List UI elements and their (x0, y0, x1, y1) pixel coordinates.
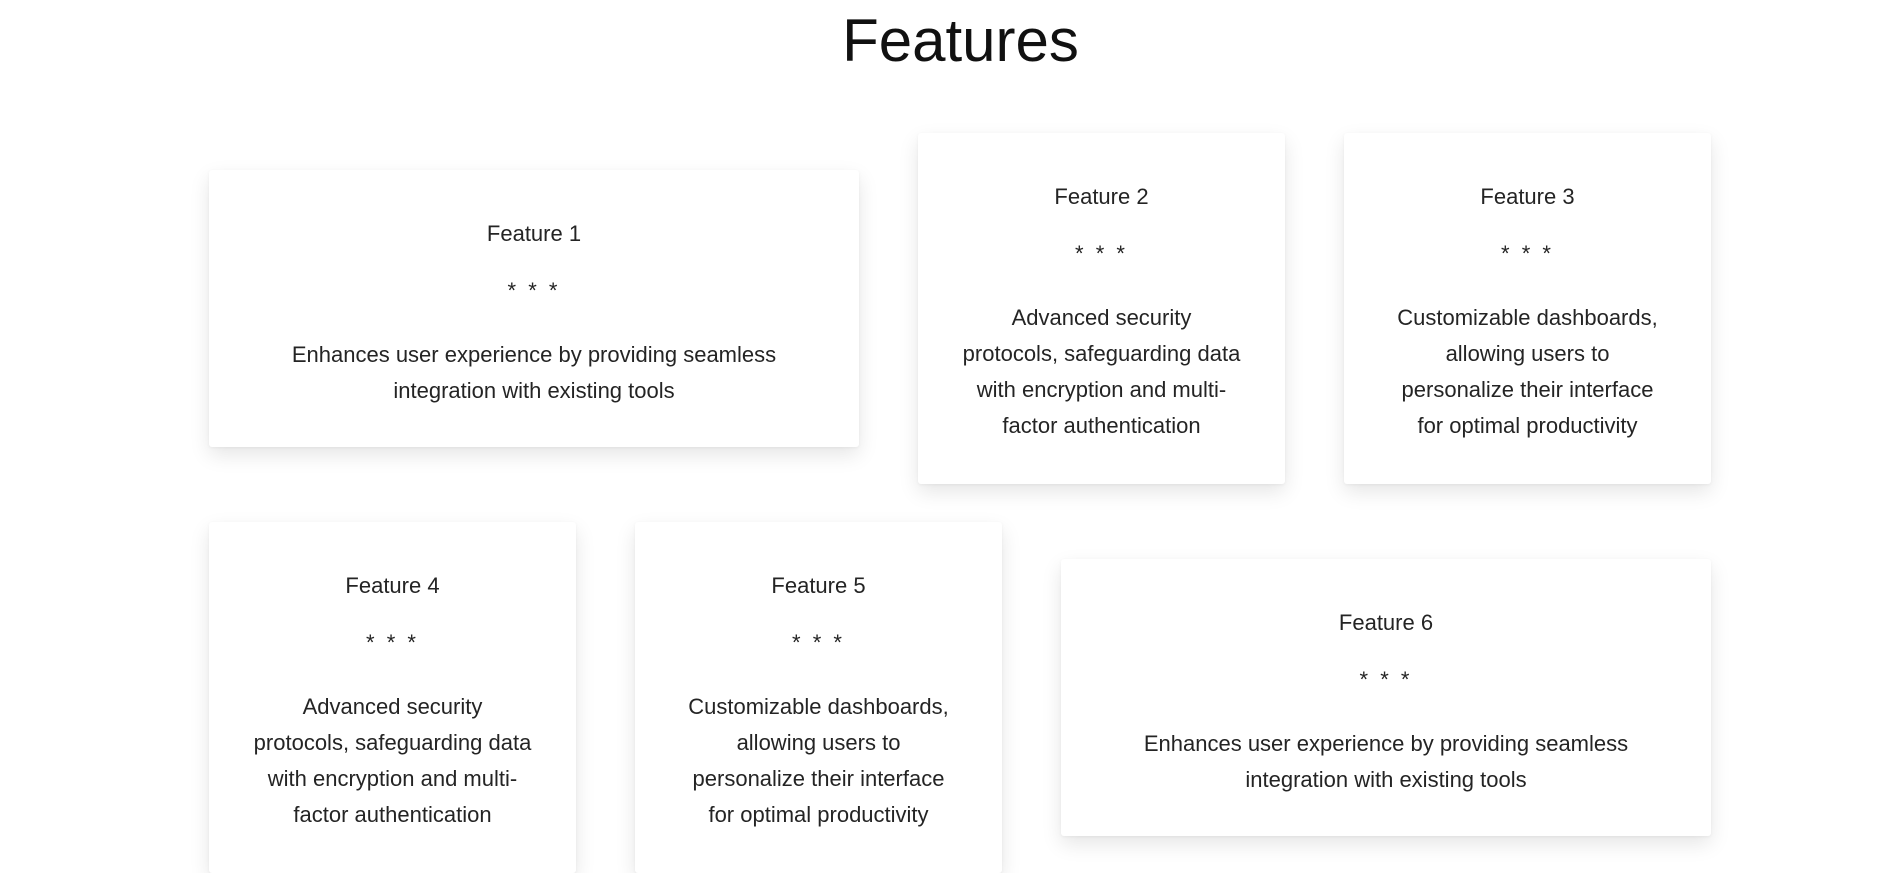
stars-divider: * * * (507, 278, 561, 303)
feature-card-2: Feature 2 * * * Advanced security protoc… (918, 133, 1285, 484)
features-row-2: Feature 4 * * * Advanced security protoc… (209, 522, 1712, 873)
features-row-1: Feature 1 * * * Enhances user experience… (209, 133, 1712, 484)
feature-card-4: Feature 4 * * * Advanced security protoc… (209, 522, 576, 873)
feature-card-6: Feature 6 * * * Enhances user experience… (1061, 559, 1711, 836)
feature-card-title: Feature 2 (1054, 184, 1149, 209)
stars-divider: * * * (1075, 241, 1128, 266)
feature-card-description: Enhances user experience by providing se… (291, 342, 777, 403)
feature-card-description: Advanced security protocols, safeguardin… (253, 694, 532, 827)
feature-card-title: Feature 1 (486, 221, 582, 246)
features-grid: Feature 1 * * * Enhances user experience… (209, 133, 1712, 873)
feature-card-description: Advanced security protocols, safeguardin… (962, 305, 1241, 438)
page-title: Features (842, 7, 1079, 74)
feature-card-description: Customizable dashboards, allowing users … (1397, 305, 1658, 438)
feature-card-title: Feature 4 (345, 573, 440, 598)
feature-card-3: Feature 3 * * * Customizable dashboards,… (1344, 133, 1711, 484)
stars-divider: * * * (1359, 667, 1413, 692)
feature-card-description: Customizable dashboards, allowing users … (688, 694, 949, 827)
features-section: Features Feature 1 * * * Enhances user e… (209, 0, 1712, 873)
feature-card-5: Feature 5 * * * Customizable dashboards,… (635, 522, 1002, 873)
stars-divider: * * * (366, 630, 419, 655)
feature-card-title: Feature 6 (1338, 610, 1434, 635)
stars-divider: * * * (792, 630, 845, 655)
feature-card-1: Feature 1 * * * Enhances user experience… (209, 170, 859, 447)
feature-card-title: Feature 5 (771, 573, 866, 598)
feature-card-title: Feature 3 (1480, 184, 1575, 209)
feature-card-description: Enhances user experience by providing se… (1143, 731, 1629, 792)
stars-divider: * * * (1501, 241, 1554, 266)
